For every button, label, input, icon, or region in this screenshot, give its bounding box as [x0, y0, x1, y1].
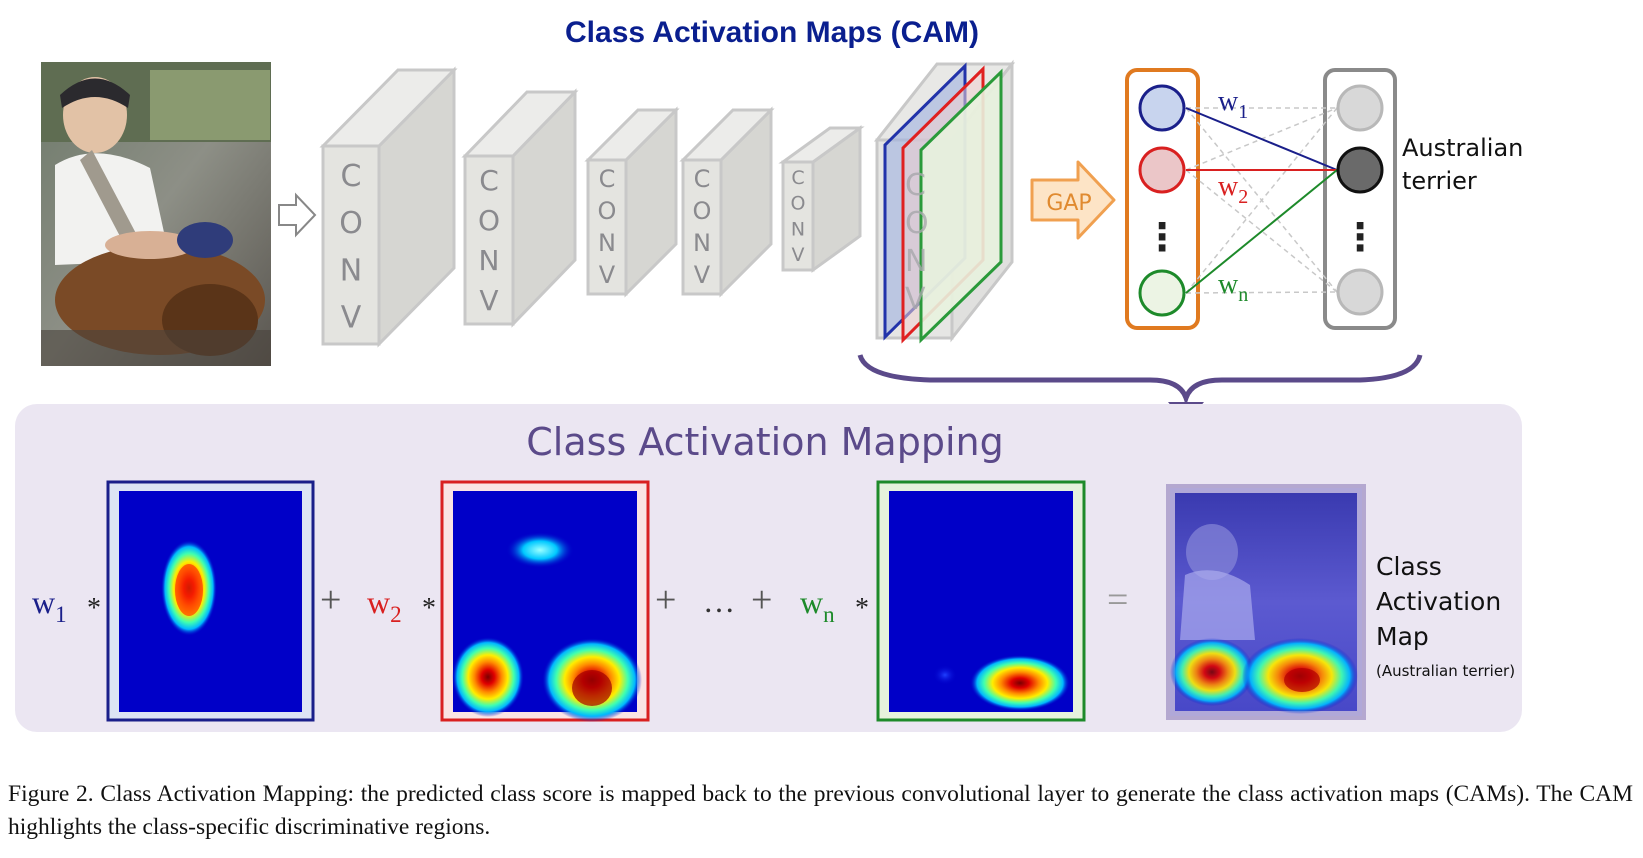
weight-label-w2: w2 — [1218, 171, 1248, 208]
result-label-line-1: Class — [1376, 552, 1442, 581]
eq-multiply-n: * — [855, 593, 869, 624]
last-conv-letter-n: N — [905, 244, 927, 279]
output-node-top — [1336, 84, 1384, 132]
figure-caption: Figure 2. Class Activation Mapping: the … — [8, 781, 1633, 840]
eq-multiply-2: * — [422, 593, 436, 624]
conv-letter: C — [791, 167, 804, 189]
gap-node-2 — [1138, 146, 1186, 194]
last-conv-feature-maps: C O N V — [873, 59, 1016, 344]
conv-letter: V — [341, 301, 362, 336]
weight-edge-wn — [1185, 169, 1338, 294]
last-conv-letter-v: V — [905, 282, 926, 317]
conv-letter: N — [340, 253, 362, 288]
result-sublabel: (Australian terrier) — [1376, 662, 1515, 680]
conv-letter: V — [792, 244, 805, 266]
gap-node-n — [1138, 269, 1186, 317]
conv-letter: O — [693, 197, 712, 225]
output-class-line-1: Australian — [1402, 134, 1523, 162]
output-node-column — [1323, 68, 1397, 330]
conv-letter: O — [339, 206, 363, 241]
eq-dots: … — [703, 583, 735, 619]
input-photo — [41, 62, 271, 366]
arrow-right-icon — [278, 192, 317, 238]
feature-map-green — [919, 68, 1003, 344]
curly-brace-arrow-icon — [857, 354, 1423, 406]
gap-label: GAP — [1046, 191, 1091, 216]
conv-letter: C — [341, 159, 362, 194]
eq-plus-1: + — [320, 579, 341, 621]
heatmap-n — [876, 480, 1086, 722]
eq-multiply-1: * — [87, 593, 101, 624]
conv-letter: V — [694, 261, 711, 289]
eq-w1: w1 — [32, 584, 67, 627]
conv-letter: O — [478, 204, 500, 237]
conv-letter: V — [479, 284, 498, 317]
conv-letter: C — [479, 164, 499, 197]
svg-text:w1: w1 — [32, 584, 67, 627]
eq-w2: w2 — [367, 584, 402, 627]
last-conv-letter-o: O — [905, 206, 929, 241]
mapping-panel — [15, 404, 1522, 732]
conv-letter: N — [791, 218, 805, 240]
heatmap-1 — [106, 480, 315, 722]
result-label-line-2: Activation — [1376, 587, 1501, 616]
dashed-connections — [1185, 107, 1338, 294]
conv-letter: N — [693, 229, 711, 257]
gap-node-column — [1125, 68, 1200, 330]
last-conv-letter-c: C — [905, 168, 926, 203]
gap-node-1 — [1138, 84, 1186, 132]
conv-letter: O — [791, 193, 806, 215]
svg-text:wn: wn — [1218, 269, 1248, 306]
result-label-line-3: Map — [1376, 622, 1429, 651]
svg-text:w2: w2 — [367, 584, 402, 627]
svg-text:wn: wn — [800, 584, 835, 627]
eq-equals: = — [1107, 579, 1128, 621]
conv-letter: C — [599, 165, 616, 193]
weight-edge-w1 — [1185, 107, 1338, 171]
output-node-bottom — [1336, 268, 1384, 316]
diagram-title: Class Activation Maps (CAM) — [565, 16, 979, 49]
conv-letter: O — [598, 197, 617, 225]
result-cam — [1166, 484, 1366, 720]
eq-plus-3: + — [751, 579, 772, 621]
output-class-line-2: terrier — [1402, 167, 1477, 195]
mapping-title: Class Activation Mapping — [526, 420, 1003, 464]
conv-letter: C — [694, 165, 711, 193]
svg-text:w2: w2 — [1218, 171, 1248, 208]
output-ellipsis: ⋮ — [1341, 215, 1379, 259]
conv-letter: N — [479, 244, 500, 277]
weight-label-w1: w1 — [1218, 86, 1248, 123]
conv-letter: V — [599, 261, 616, 289]
eq-plus-2: + — [655, 579, 676, 621]
weight-label-wn: wn — [1218, 269, 1248, 306]
eq-wn: wn — [800, 584, 835, 627]
conv-letter: N — [598, 229, 616, 257]
gap-arrow-icon: GAP — [1030, 160, 1116, 240]
output-node-active — [1336, 146, 1384, 194]
heatmap-2 — [440, 480, 650, 722]
gap-ellipsis: ⋮ — [1143, 215, 1181, 259]
svg-text:w1: w1 — [1218, 86, 1248, 123]
